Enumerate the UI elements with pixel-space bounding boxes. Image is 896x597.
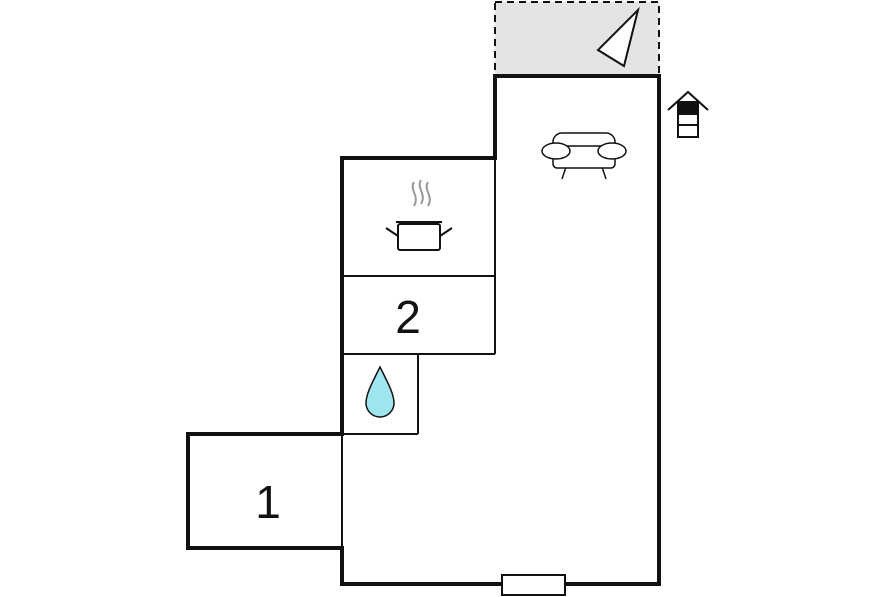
sun-terrace-icon [596, 6, 640, 68]
interior-walls [341, 158, 496, 584]
terrace [494, 1, 660, 77]
room-label-1: 1 [255, 476, 281, 528]
sofa-icon [541, 132, 627, 180]
cooking-pot-icon [385, 179, 453, 251]
floor-level-icon [667, 90, 709, 138]
door-icon [501, 574, 566, 596]
room-label-2: 2 [395, 291, 421, 343]
water-drop-icon [365, 365, 395, 418]
